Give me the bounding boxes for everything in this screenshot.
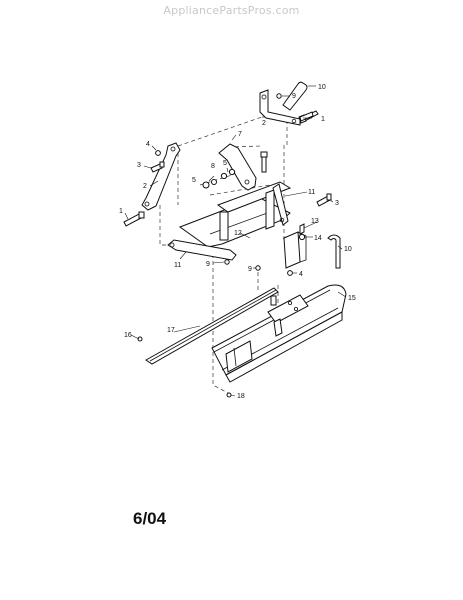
callout-4: 4: [146, 141, 150, 148]
callout-15: 15: [348, 295, 356, 302]
part-10-right-pin: [327, 234, 341, 269]
part-2-side-arm: [141, 142, 181, 211]
part-9-nuts-bottom: [224, 259, 261, 271]
part-4-nut-bottom: [287, 270, 293, 276]
part-15-blade: [211, 284, 347, 383]
callout-14: 14: [314, 235, 322, 242]
part-11-short-link: [272, 183, 289, 226]
callout-2: 2: [143, 183, 147, 190]
part-5-nuts: [202, 168, 236, 189]
part-14-nut: [298, 233, 306, 241]
part-3-bolt-left: [150, 161, 165, 173]
callout-13: 13: [311, 218, 319, 225]
part-12-main-frame: [178, 181, 307, 269]
part-1-bolt-right: [299, 111, 314, 122]
watermark: AppliancePartsPros.com: [163, 4, 300, 17]
callout-4: 4: [299, 271, 303, 278]
part-4-nut-left: [155, 150, 161, 156]
part-3-bolt-right: [316, 193, 332, 207]
callout-1: 1: [321, 116, 325, 123]
callout-1: 1: [119, 208, 123, 215]
callout-3: 3: [335, 200, 339, 207]
callout-11: 11: [174, 262, 181, 269]
callout-9: 9: [292, 93, 296, 100]
callout-8: 8: [211, 163, 215, 170]
part-2-upper-bracket: [259, 89, 301, 126]
callout-11: 11: [308, 189, 315, 196]
callout-9: 9: [248, 266, 252, 273]
callout-17: 17: [167, 327, 175, 334]
part-8-bolt: [260, 151, 268, 173]
callout-12: 12: [234, 230, 242, 237]
callout-18: 18: [237, 393, 245, 400]
date-code: 6/04: [133, 509, 167, 528]
part-9-top-nut: [276, 93, 282, 99]
callout-10: 10: [318, 84, 326, 91]
callout-labels: 10 9 2 1 7 4 3 8 5 5 2 11 3 13 14 10 1 1…: [119, 84, 356, 400]
callout-9: 9: [206, 261, 210, 268]
callout-2: 2: [262, 120, 266, 127]
part-16-bolt: [137, 336, 143, 342]
callout-5: 5: [223, 160, 227, 167]
part-18-bolt: [226, 392, 232, 398]
leader-lines: [124, 85, 347, 397]
part-1-pin-left: [123, 211, 145, 227]
part-10-top-pin: [282, 81, 308, 111]
callout-3: 3: [137, 162, 141, 169]
part-17-cutting-edge: [145, 287, 279, 365]
callout-5: 5: [192, 177, 196, 184]
part-13-bolt: [299, 223, 305, 235]
part-7-brace: [218, 143, 257, 191]
callout-16: 16: [124, 332, 132, 339]
callout-10: 10: [344, 246, 352, 253]
part-11-lower-link: [167, 239, 237, 261]
callout-7: 7: [238, 131, 242, 138]
